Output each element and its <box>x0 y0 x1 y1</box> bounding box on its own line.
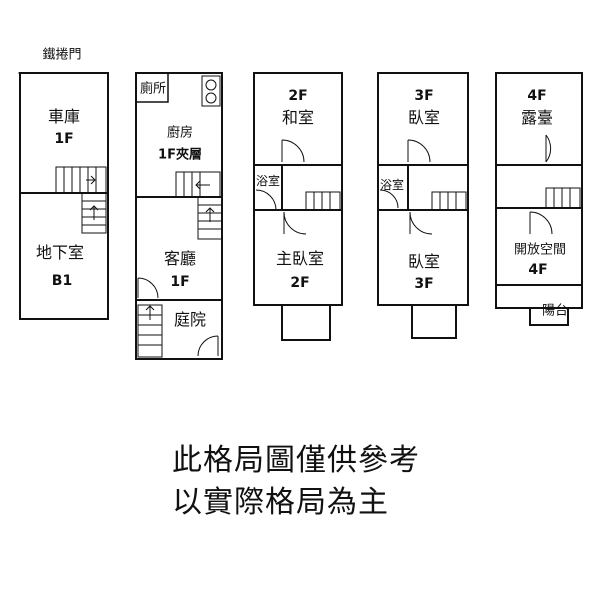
disclaimer-line-1: 此格局圖僅供參考 <box>172 443 420 478</box>
basement-floor-label: B1 <box>51 273 73 289</box>
floor-2f-heading: 2F <box>288 88 308 104</box>
floor-3f-heading: 3F <box>414 88 434 104</box>
open-space-label: 開放空間 <box>513 242 567 258</box>
living-floor-label: 1F <box>170 274 190 290</box>
plan-2f-outline <box>253 72 343 341</box>
master-bedroom-label: 主臥室 <box>275 249 325 268</box>
mezzanine-label: 1F夾層 <box>158 147 202 163</box>
master-floor-label: 2F <box>290 275 310 291</box>
bath-3f-label: 浴室 <box>379 178 405 192</box>
terrace-label: 露臺 <box>520 108 554 127</box>
bath-2f-label: 浴室 <box>255 174 281 188</box>
plan-3f-outline <box>377 72 469 339</box>
toilet-label: 廁所 <box>139 81 167 97</box>
plan-1f-outline <box>135 72 223 360</box>
disclaimer-line-2: 以實際格局為主 <box>172 485 389 520</box>
kitchen-label: 廚房 <box>166 125 194 141</box>
garage-label: 車庫 <box>47 107 81 126</box>
basement-label: 地下室 <box>35 243 85 262</box>
floor-4f-heading: 4F <box>527 88 547 104</box>
bedroom-3f-floor-label: 3F <box>414 276 434 292</box>
garage-floor-label: 1F <box>54 131 74 147</box>
door-label: 鐵捲門 <box>42 47 82 63</box>
japanese-room-label: 和室 <box>281 108 315 127</box>
plan-4f-outline <box>495 72 583 326</box>
plan-b1-outline <box>18 72 109 320</box>
balcony-label: 陽台 <box>541 303 569 319</box>
yard-label: 庭院 <box>173 310 207 329</box>
bedroom-3f-top-label: 臥室 <box>407 108 441 127</box>
living-room-label: 客廳 <box>163 249 197 268</box>
open-space-floor-label: 4F <box>528 262 548 278</box>
bedroom-3f-label: 臥室 <box>407 252 441 271</box>
